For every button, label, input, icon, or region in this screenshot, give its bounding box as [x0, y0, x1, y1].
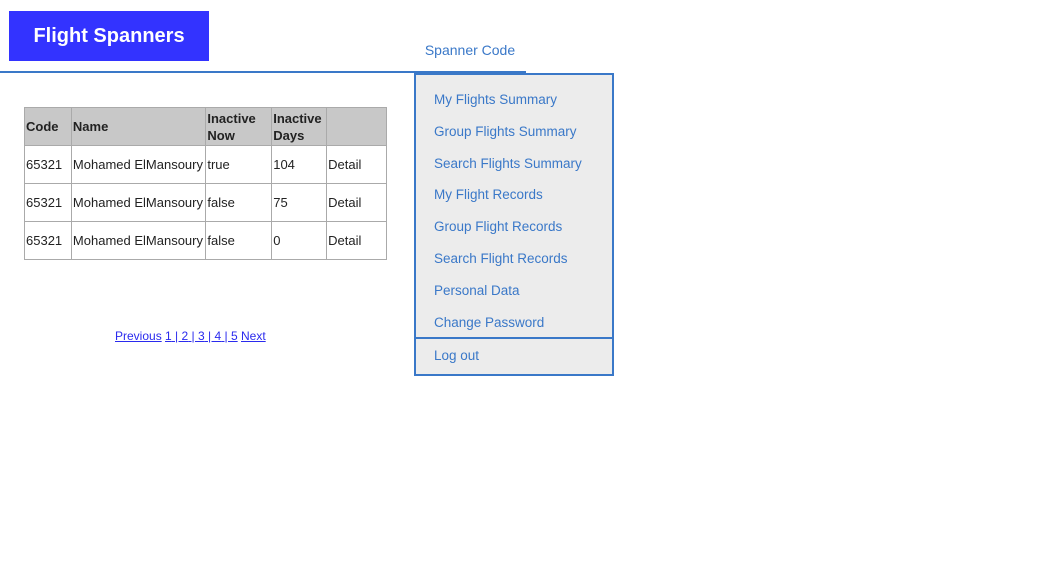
menu-item-my-flight-records[interactable]: My Flight Records	[434, 187, 543, 203]
table-header-row: Code Name Inactive Now Inactive Days	[24, 107, 387, 146]
column-header-code: Code	[24, 107, 72, 146]
menu-divider	[416, 337, 612, 339]
column-header-inactive-days: Inactive Days	[271, 107, 328, 146]
account-menu-label: Spanner Code	[424, 42, 516, 58]
menu-item-group-flights-summary[interactable]: Group Flights Summary	[434, 123, 577, 139]
detail-link[interactable]: Detail	[328, 233, 362, 248]
account-dropdown-menu: My Flights Summary Group Flights Summary…	[414, 73, 614, 376]
table-row: 65321 Mohamed ElMansoury true 104 Detail	[24, 145, 387, 184]
table-row: 65321 Mohamed ElMansoury false 0 Detail	[24, 221, 387, 260]
pagination: Previous 1 | 2 | 3 | 4 | 5 Next	[115, 329, 266, 343]
cell-code: 65321	[24, 183, 72, 222]
column-header-name: Name	[70, 107, 207, 146]
cell-code: 65321	[24, 221, 72, 260]
detail-link[interactable]: Detail	[328, 195, 362, 210]
column-header-action	[326, 107, 387, 146]
inactive-spanners-table: Code Name Inactive Now Inactive Days 653…	[24, 107, 387, 260]
cell-action: Detail	[326, 145, 387, 184]
menu-item-search-flights-summary[interactable]: Search Flights Summary	[434, 155, 582, 171]
pagination-page-5[interactable]: 5	[230, 329, 238, 343]
brand-logo[interactable]: Flight Spanners	[9, 11, 209, 61]
header-divider	[0, 71, 415, 73]
cell-name: Mohamed ElMansoury	[70, 221, 207, 260]
pagination-page-1[interactable]: 1	[165, 329, 172, 343]
cell-inactive-now: true	[205, 145, 273, 184]
account-menu-toggle[interactable]: Spanner Code	[414, 36, 526, 74]
pagination-next[interactable]: Next	[241, 329, 266, 343]
pagination-page-4[interactable]: 4	[214, 329, 222, 343]
column-header-inactive-now: Inactive Now	[205, 107, 273, 146]
cell-name: Mohamed ElMansoury	[70, 183, 207, 222]
cell-action: Detail	[326, 183, 387, 222]
cell-name: Mohamed ElMansoury	[70, 145, 207, 184]
menu-item-my-flights-summary[interactable]: My Flights Summary	[434, 92, 558, 107]
table-row: 65321 Mohamed ElMansoury false 75 Detail	[24, 183, 387, 222]
cell-inactive-days: 0	[271, 221, 328, 260]
cell-inactive-now: false	[205, 221, 273, 260]
pagination-page-2[interactable]: 2	[181, 329, 189, 343]
cell-inactive-now: false	[205, 183, 273, 222]
cell-inactive-days: 75	[271, 183, 328, 222]
pagination-separator: |	[188, 329, 198, 343]
cell-code: 65321	[24, 145, 72, 184]
menu-item-change-password[interactable]: Change Password	[434, 314, 545, 330]
pagination-separator: |	[221, 329, 231, 343]
cell-inactive-days: 104	[271, 145, 328, 184]
menu-item-search-flight-records[interactable]: Search Flight Records	[434, 250, 568, 266]
logout-link[interactable]: Log out	[434, 348, 480, 363]
pagination-separator: |	[171, 329, 182, 343]
cell-action: Detail	[326, 221, 387, 260]
pagination-separator: |	[204, 329, 215, 343]
menu-item-personal-data[interactable]: Personal Data	[434, 282, 520, 298]
pagination-previous[interactable]: Previous	[115, 329, 162, 343]
pagination-page-3[interactable]: 3	[198, 329, 205, 343]
menu-item-group-flight-records[interactable]: Group Flight Records	[434, 219, 563, 235]
detail-link[interactable]: Detail	[328, 157, 362, 172]
